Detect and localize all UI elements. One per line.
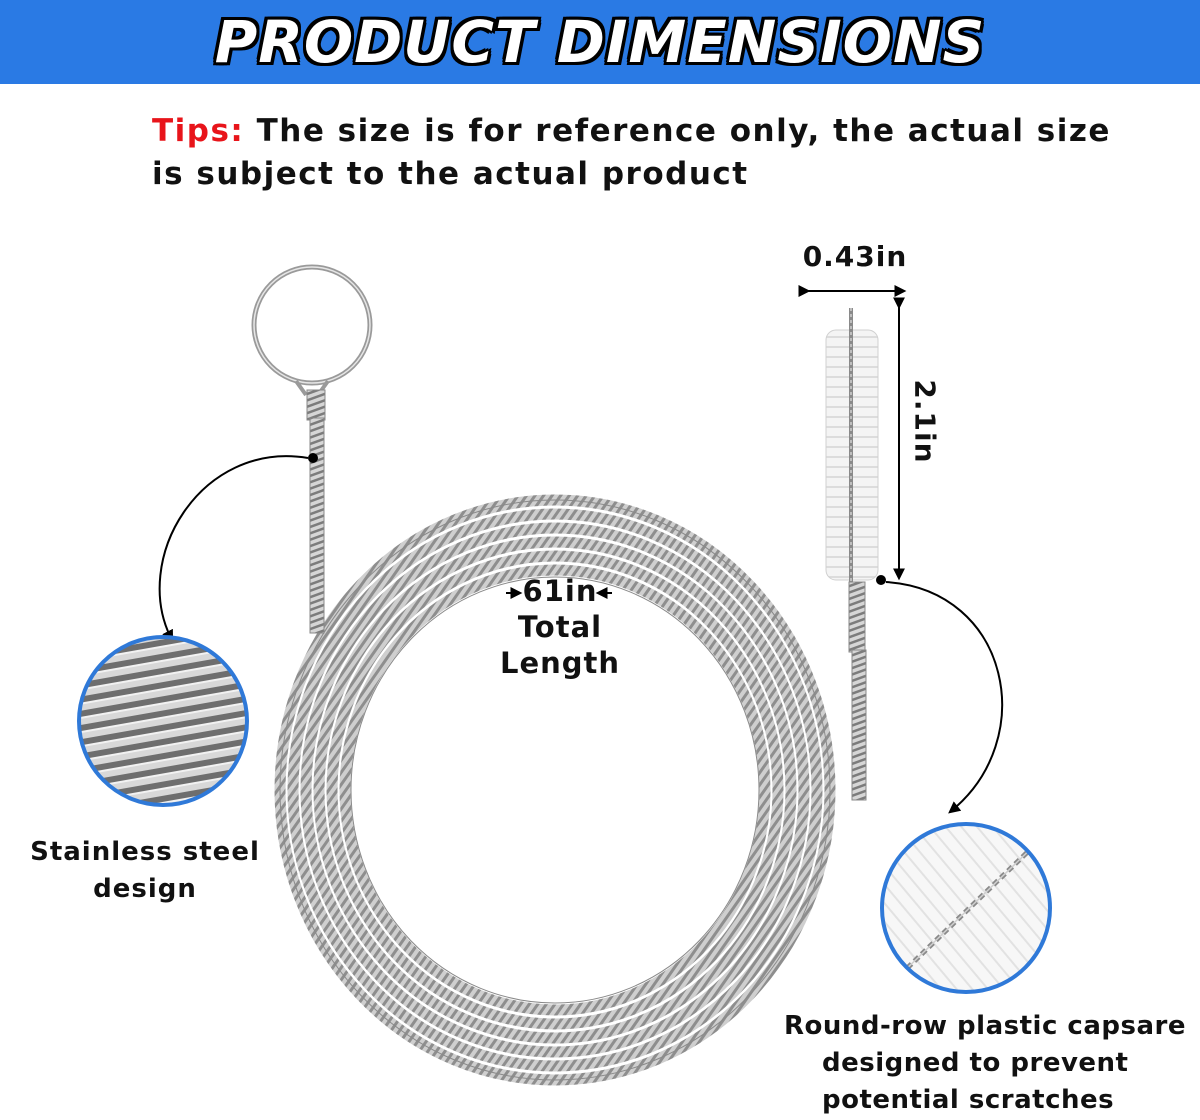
right-callout-caption: Round-row plastic capsare designed to pr… bbox=[770, 1008, 1200, 1119]
length-label-line2: Length bbox=[499, 646, 621, 680]
height-label: 2.1in bbox=[908, 379, 942, 464]
left-caption-line2: design bbox=[93, 874, 197, 904]
title-banner bbox=[0, 0, 1200, 84]
tips-text: Tips: The size is for reference only, th… bbox=[152, 110, 1112, 196]
width-label: 0.43in bbox=[802, 240, 908, 273]
tips-label: Tips: bbox=[152, 113, 245, 149]
banner-title: PRODUCT DIMENSIONS bbox=[214, 8, 986, 76]
left-callout-arrow bbox=[158, 453, 318, 643]
left-callout-caption: Stainless steel design bbox=[20, 834, 270, 908]
length-value: 61in bbox=[522, 574, 598, 608]
length-label-line1: Total bbox=[517, 610, 603, 644]
total-length-label: 61in Total Length bbox=[470, 573, 650, 681]
tips-body: The size is for reference only, the actu… bbox=[152, 113, 1111, 192]
brush-head bbox=[825, 308, 879, 801]
left-caption-line1: Stainless steel bbox=[30, 837, 260, 867]
coil-rings bbox=[274, 494, 836, 1086]
right-caption-line2: designed to prevent bbox=[822, 1048, 1129, 1078]
right-caption-line3: potential scratches bbox=[822, 1085, 1115, 1115]
coil-zoom-icon bbox=[77, 635, 249, 807]
ring-handle bbox=[251, 264, 373, 634]
right-caption-line1: Round-row plastic capsare bbox=[784, 1011, 1186, 1041]
bristle-zoom-icon bbox=[880, 822, 1052, 994]
right-callout-arrow bbox=[876, 575, 1004, 814]
